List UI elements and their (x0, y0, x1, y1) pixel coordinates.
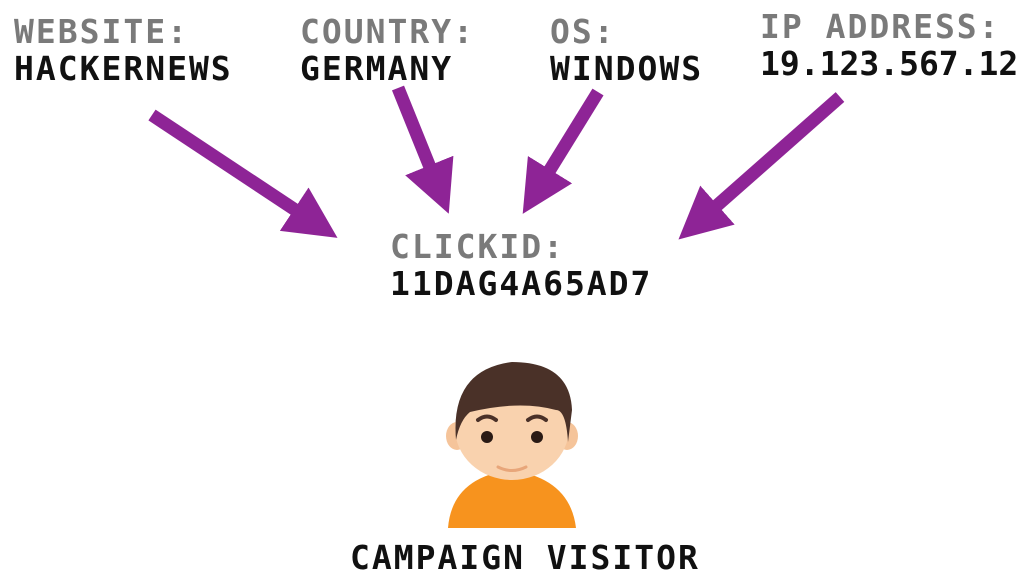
attribute-os: OS: WINDOWS (550, 13, 703, 87)
country-label: COUNTRY: (300, 12, 475, 51)
attribute-website: WEBSITE: HACKERNEWS (14, 13, 233, 87)
os-value: WINDOWS (550, 49, 704, 88)
arrow-website (148, 109, 338, 238)
os-label: OS: (550, 12, 616, 51)
website-value: HACKERNEWS (14, 49, 233, 88)
clickid-value: 11DAG4A65AD7 (390, 264, 653, 303)
visitor-avatar (446, 362, 578, 528)
attribute-ip: IP ADDRESS: 19.123.567.12 (760, 8, 1018, 82)
website-label: WEBSITE: (14, 12, 189, 51)
ip-value: 19.123.567.12 (760, 44, 1019, 83)
ip-label: IP ADDRESS: (760, 7, 1001, 46)
clickid-label: CLICKID: (390, 227, 565, 266)
country-value: GERMANY (300, 49, 454, 88)
arrow-country (391, 85, 454, 214)
arrow-os (522, 88, 604, 214)
arrow-ip (678, 92, 845, 240)
clickid: CLICKID: 11DAG4A65AD7 (390, 228, 652, 302)
visitor-caption-block: CAMPAIGN VISITOR (350, 539, 700, 576)
visitor-caption: CAMPAIGN VISITOR (350, 538, 700, 577)
attribute-country: COUNTRY: GERMANY (300, 13, 475, 87)
